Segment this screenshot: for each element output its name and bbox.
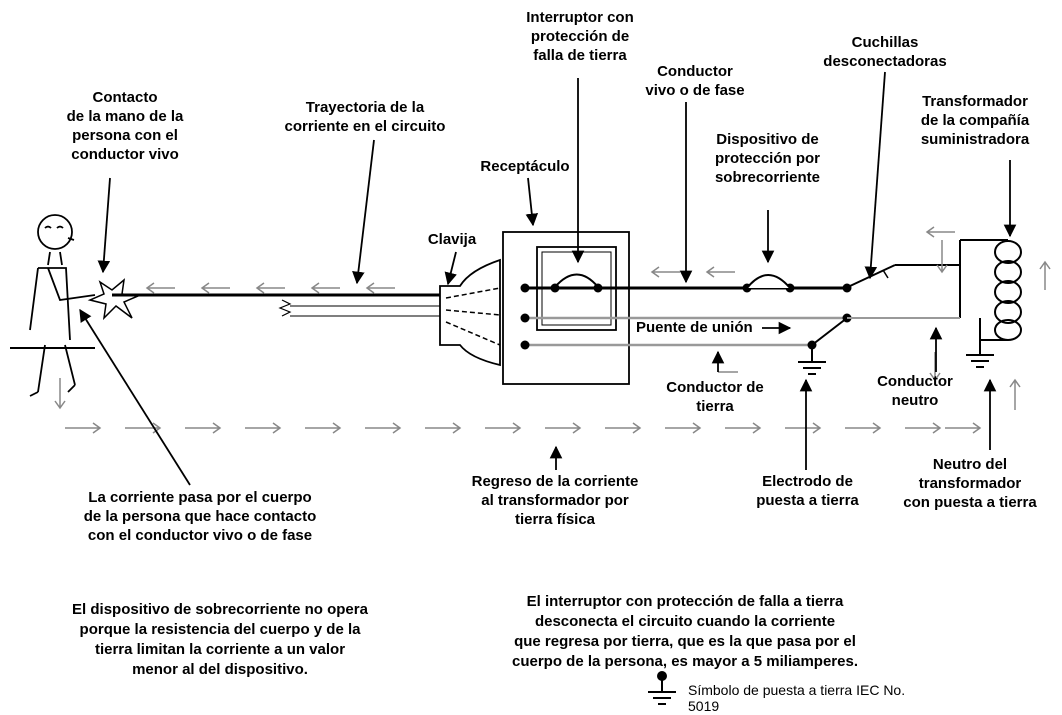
overcurrent-fuse-icon — [746, 274, 791, 289]
transformer-ground-symbol — [966, 354, 994, 368]
neutral-conductor-label: Conductor neutro — [877, 373, 953, 409]
label-pointers — [79, 71, 1017, 486]
hand-contact-label: Contacto de la mano de la persona con el… — [66, 89, 184, 163]
body-current-label: La corriente pasa por el cuerpo de la pe… — [83, 489, 317, 544]
transformer-coil-icon — [847, 239, 1022, 355]
iec-ground-symbol-icon — [648, 671, 676, 705]
plug-pins — [445, 287, 501, 346]
plug-label: Clavija — [427, 231, 477, 248]
ground-electrode-symbol — [798, 345, 826, 375]
cord-break-icon — [278, 299, 292, 317]
person-figure — [29, 214, 96, 397]
gfci-note: El interruptor con protección de falla a… — [512, 593, 858, 670]
phase-conductor-label: Conductor vivo o de fase — [645, 63, 745, 99]
return-current-label: Regreso de la corriente al transformador… — [471, 473, 639, 528]
current-flow-arrows-ground — [65, 352, 982, 434]
ground-conductor-label: Conductor de tierra — [666, 379, 764, 415]
transformer-neutral-label: Neutro del transformador con puesta a ti… — [903, 456, 1037, 511]
bonding-jumper-line — [811, 317, 848, 346]
disconnect-switch-icon — [849, 264, 896, 287]
spark-icon — [87, 278, 141, 321]
receptacle-label: Receptáculo — [480, 158, 570, 175]
disconnect-label: Cuchillas desconectadoras — [823, 34, 947, 70]
overcurrent-label: Dispositivo de protección por sobrecorri… — [714, 131, 821, 186]
current-flow-arrows-top — [54, 226, 1051, 410]
overcurrent-note: El dispositivo de sobrecorriente no oper… — [72, 601, 368, 678]
bonding-jumper-label: Puente de unión — [636, 319, 753, 336]
gfci-label: Interruptor con protección de falla de t… — [526, 9, 634, 64]
gfci-switch-icon — [554, 273, 599, 288]
ground-symbol-legend-text: Símbolo de puesta a tierra IEC No. 5019 — [688, 682, 906, 714]
ground-electrode-label: Electrodo de puesta a tierra — [756, 473, 859, 509]
current-path-label: Trayectoria de la corriente en el circui… — [284, 99, 446, 135]
transformer-label: Transformador de la compañía suministrad… — [920, 93, 1030, 148]
